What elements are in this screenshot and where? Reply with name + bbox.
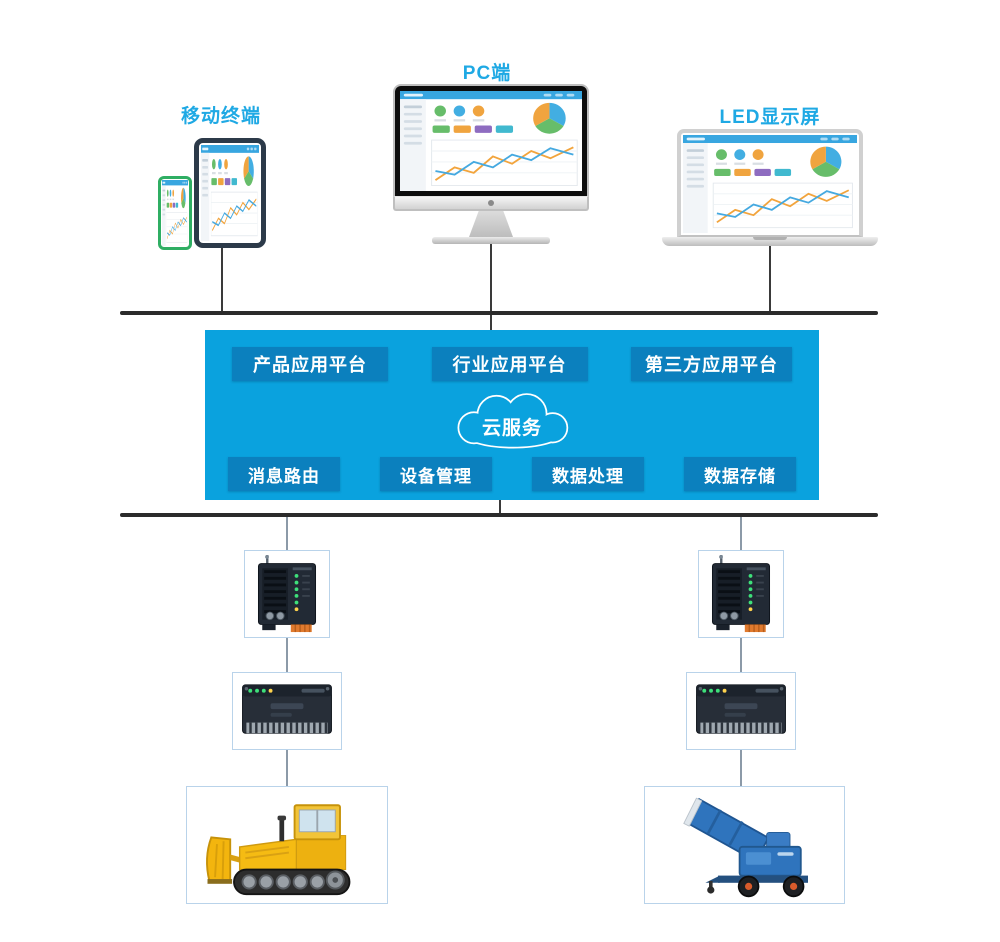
left-chain-line-1 (286, 517, 288, 550)
imac-chin (393, 196, 589, 211)
led-display-label: LED显示屏 (719, 107, 821, 128)
led-dashboard-screen (683, 135, 857, 233)
laptop-base (662, 237, 878, 246)
right-gateway-box (698, 550, 784, 638)
pc-dashboard-screen (400, 91, 582, 191)
left-machine-box (186, 786, 388, 904)
right-chain-line-2 (740, 638, 742, 672)
plc-controller-icon (696, 684, 786, 734)
right-plc-box (686, 672, 796, 750)
imac-stand (469, 211, 513, 237)
top-bus-line (120, 311, 878, 315)
right-chain-line-1 (740, 517, 742, 550)
left-gateway-box (244, 550, 330, 638)
cloud-service-shape: 云服务 (442, 388, 582, 452)
data-storage-button: 数据存储 (684, 457, 796, 491)
product-app-platform-button: 产品应用平台 (232, 347, 388, 381)
industrial-gateway-icon (257, 555, 317, 633)
left-chain-line-3 (286, 750, 288, 786)
phone-dashboard-screen (162, 180, 188, 246)
phone-illustration (158, 176, 192, 250)
pc-connector-line (490, 244, 492, 330)
imac-screen (393, 84, 589, 196)
device-management-button: 设备管理 (380, 457, 492, 491)
cloud-service-label: 云服务 (481, 417, 542, 439)
mobile-connector-line (221, 248, 223, 313)
service-layer-row: 消息路由 设备管理 数据处理 数据存储 (205, 457, 819, 491)
plc-controller-icon (242, 684, 332, 734)
left-plc-box (232, 672, 342, 750)
platform-to-bus-line (499, 500, 501, 514)
laptop-screen (677, 129, 863, 237)
apple-logo-icon (488, 200, 494, 206)
industrial-gateway-icon (711, 555, 771, 633)
cloud-icon (457, 393, 569, 449)
left-chain-line-2 (286, 638, 288, 672)
bulldozer-icon (206, 804, 351, 896)
right-chain-line-3 (740, 750, 742, 786)
industry-app-platform-button: 行业应用平台 (431, 347, 588, 381)
tablet-dashboard-screen (201, 145, 259, 241)
data-processing-button: 数据处理 (532, 457, 644, 491)
imac-illustration (393, 84, 589, 244)
led-connector-line (769, 246, 771, 313)
application-layer-row: 产品应用平台 行业应用平台 第三方应用平台 (205, 347, 819, 381)
bottom-bus-line (120, 513, 878, 517)
third-party-app-platform-button: 第三方应用平台 (631, 347, 792, 381)
message-routing-button: 消息路由 (228, 457, 340, 491)
mobile-terminal-label: 移动终端 (180, 106, 261, 127)
right-machine-box (644, 786, 845, 904)
laptop-illustration (662, 129, 878, 246)
fog-cannon-machine-icon (682, 797, 808, 898)
imac-base (432, 237, 550, 244)
cloud-platform-panel: 产品应用平台 行业应用平台 第三方应用平台 (205, 330, 819, 500)
tablet-illustration (194, 138, 266, 248)
pc-label: PC端 (462, 63, 512, 84)
